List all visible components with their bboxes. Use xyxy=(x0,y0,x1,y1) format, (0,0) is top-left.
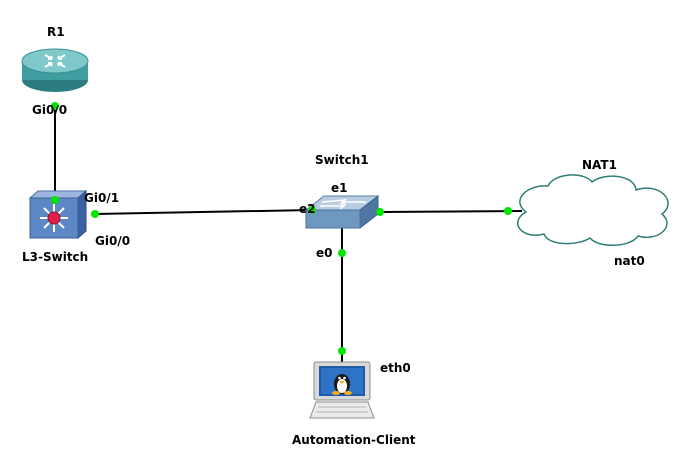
port-label-sw1-e1: e1 xyxy=(331,181,348,195)
port-indicator-l3-gi0-0 xyxy=(91,210,99,218)
node-label-switch1[interactable]: Switch1 xyxy=(315,153,369,167)
node-label-automation-client[interactable]: Automation-Client xyxy=(292,433,416,447)
port-label-client-eth0: eth0 xyxy=(380,361,411,375)
port-label-l3-gi0-0: Gi0/0 xyxy=(95,234,131,248)
node-label-r1[interactable]: R1 xyxy=(47,25,65,39)
multilayer-switch-icon[interactable] xyxy=(28,189,88,240)
linux-workstation-icon[interactable] xyxy=(309,361,375,419)
ethernet-switch-icon[interactable] xyxy=(304,194,380,230)
router-icon[interactable] xyxy=(21,48,89,92)
link-switch1-nat1[interactable] xyxy=(377,210,523,213)
port-label-r1-gi0-0: Gi0/0 xyxy=(32,103,68,117)
port-indicator-nat-nat0 xyxy=(504,207,512,215)
port-indicator-sw1-e0 xyxy=(338,249,346,257)
port-indicator-client-eth0 xyxy=(338,347,346,355)
port-label-sw1-e2: e2 xyxy=(299,202,316,216)
port-label-sw1-e0: e0 xyxy=(316,246,333,260)
node-label-l3-switch[interactable]: L3-Switch xyxy=(22,250,89,264)
port-indicator-r1-gi0-0 xyxy=(51,102,59,110)
port-indicator-sw1-e2 xyxy=(308,206,316,214)
port-indicator-sw1-e1 xyxy=(376,208,384,216)
cloud-icon[interactable] xyxy=(517,174,669,246)
link-l3switch-switch1[interactable] xyxy=(94,209,313,215)
node-label-nat1[interactable]: NAT1 xyxy=(582,158,617,172)
port-label-nat-nat0: nat0 xyxy=(614,254,645,268)
port-indicator-l3-gi0-1 xyxy=(51,196,59,204)
port-label-l3-gi0-1: Gi0/1 xyxy=(84,191,120,205)
